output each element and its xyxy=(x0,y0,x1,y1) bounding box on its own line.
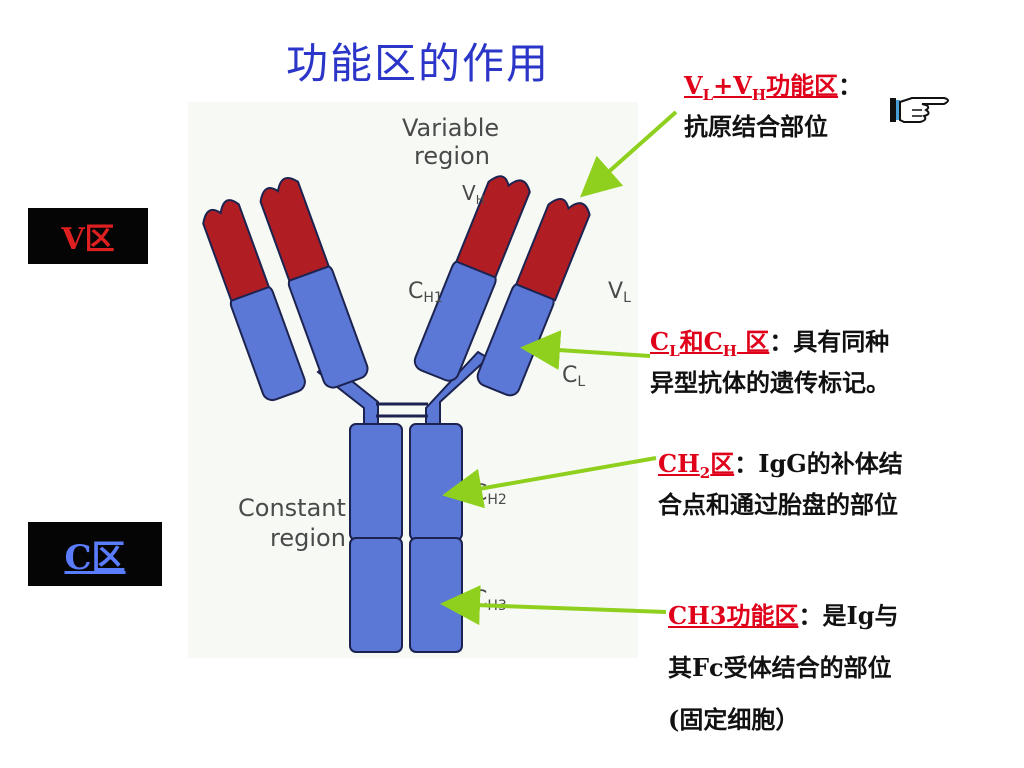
c-region-text: C区 xyxy=(64,537,126,578)
page-title: 功能区的作用 xyxy=(286,39,551,88)
annotation-1-line1: VL+VH功能区： xyxy=(684,71,863,104)
vl-label: VL xyxy=(608,279,631,306)
annotation-2-line1: CL和CH 区：具有同种 xyxy=(650,327,890,360)
right-ch2-domain xyxy=(409,423,463,541)
ch2-label: CH2 xyxy=(472,481,507,508)
annotation-1-term: VL+VH功能区 xyxy=(684,71,839,104)
cl-label: CL xyxy=(562,363,585,390)
annotation-4-line3: (固定细胞） xyxy=(668,705,800,734)
antibody-diagram: Variable region VH CH1 VL CL CH2 CH3 Con… xyxy=(202,114,631,653)
vh-label: VH xyxy=(462,181,485,207)
right-arm xyxy=(413,175,591,397)
annotation-cl-ch: CL和CH 区：具有同种 异型抗体的遗传标记。 xyxy=(650,326,890,399)
annotation-ch2: CH2区：IgG的补体结 合点和通过胎盘的部位 xyxy=(658,448,903,521)
v-region-box: V区 xyxy=(28,208,148,264)
annotation-4-line2: 其Fc受体结合的部位 xyxy=(668,653,892,682)
annotation-4-line1: CH3功能区：是Ig与 xyxy=(668,601,899,630)
fc-stem xyxy=(349,423,463,653)
variable-region-label-line1: Variable xyxy=(402,114,499,142)
variable-region-label-line2: region xyxy=(414,142,490,170)
annotation-1-line2: 抗原结合部位 xyxy=(684,111,828,141)
annotation-3-line2: 合点和通过胎盘的部位 xyxy=(658,489,898,519)
left-light-variable-domain xyxy=(202,199,271,302)
annotation-antigen-binding: VL+VH功能区： 抗原结合部位 xyxy=(684,70,862,143)
pointing-hand-icon xyxy=(886,90,956,130)
left-ch2-domain xyxy=(349,423,403,541)
annotation-3-line1: CH2区：IgG的补体结 xyxy=(658,449,903,482)
annotation-2-term: CL和CH 区 xyxy=(650,327,770,360)
ch3-label: CH3 xyxy=(472,587,507,614)
left-arm xyxy=(202,176,369,402)
annotation-3-term: CH2区 xyxy=(658,449,735,482)
right-light-variable-domain xyxy=(514,198,591,302)
right-ch3-domain xyxy=(409,537,463,653)
left-heavy-variable-domain xyxy=(259,176,331,282)
ch1-label: CH1 xyxy=(408,279,443,306)
annotation-ch3: CH3功能区：是Ig与 其Fc受体结合的部位 (固定细胞） xyxy=(668,590,899,746)
constant-region-label-line2: region xyxy=(270,524,346,552)
annotation-2-line2: 异型抗体的遗传标记。 xyxy=(650,367,890,397)
right-heavy-variable-domain xyxy=(455,175,531,279)
c-region-box: C区 xyxy=(28,522,162,586)
left-ch3-domain xyxy=(349,537,403,653)
antibody-figure: Variable region VH CH1 VL CL CH2 CH3 Con… xyxy=(188,102,638,658)
constant-region-label-line1: Constant xyxy=(238,494,346,522)
annotation-4-term: CH3功能区 xyxy=(668,601,799,630)
